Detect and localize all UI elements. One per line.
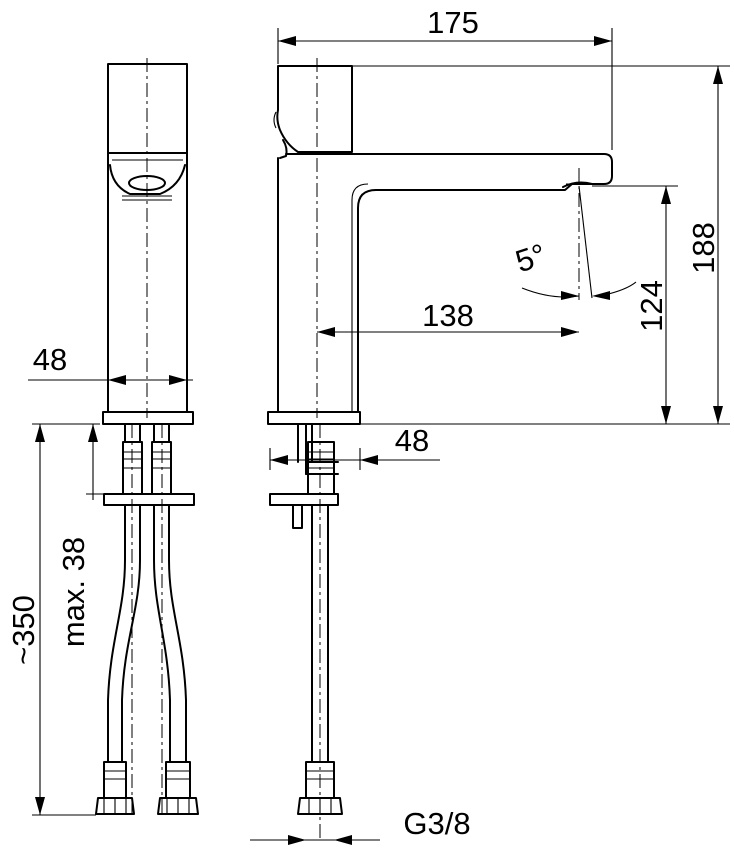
side-handle <box>276 65 353 153</box>
front-base-plate <box>102 411 194 425</box>
front-fixing-plate <box>103 493 195 506</box>
dim-124-label: 124 <box>634 280 669 332</box>
dim-138-label: 138 <box>422 298 474 333</box>
side-view <box>267 58 613 842</box>
side-base-plate <box>267 411 361 425</box>
dim-max38-label: max. 38 <box>56 537 91 647</box>
dim-g38-label: G3/8 <box>403 806 470 841</box>
dim-5deg-label: 5° <box>511 237 550 279</box>
dim-base-width: 48 <box>269 423 440 470</box>
dim-thread: G3/8 <box>250 806 471 845</box>
dim-175-label: 175 <box>427 5 479 40</box>
dim-hose-length: ~350 <box>6 423 100 816</box>
front-body <box>107 152 188 413</box>
dim-overall-height: 188 <box>352 65 730 425</box>
dim-tilt-angle: 5° <box>511 237 637 300</box>
dim-spout-reach: 138 <box>317 298 579 337</box>
front-aerator <box>109 164 186 195</box>
front-view <box>95 58 199 815</box>
side-fixing-plate <box>269 493 339 506</box>
side-body-spout <box>277 153 613 413</box>
dim-188-label: 188 <box>686 222 721 274</box>
dim-front-width: 48 <box>28 342 193 392</box>
dim-350-label: ~350 <box>6 595 41 665</box>
dim-48-side-label: 48 <box>395 423 429 458</box>
dim-max-thickness: max. 38 <box>56 424 104 647</box>
dim-48-front-label: 48 <box>33 342 67 377</box>
dim-spout-height: 124 <box>592 185 678 424</box>
dim-overall-length: 175 <box>277 5 613 150</box>
